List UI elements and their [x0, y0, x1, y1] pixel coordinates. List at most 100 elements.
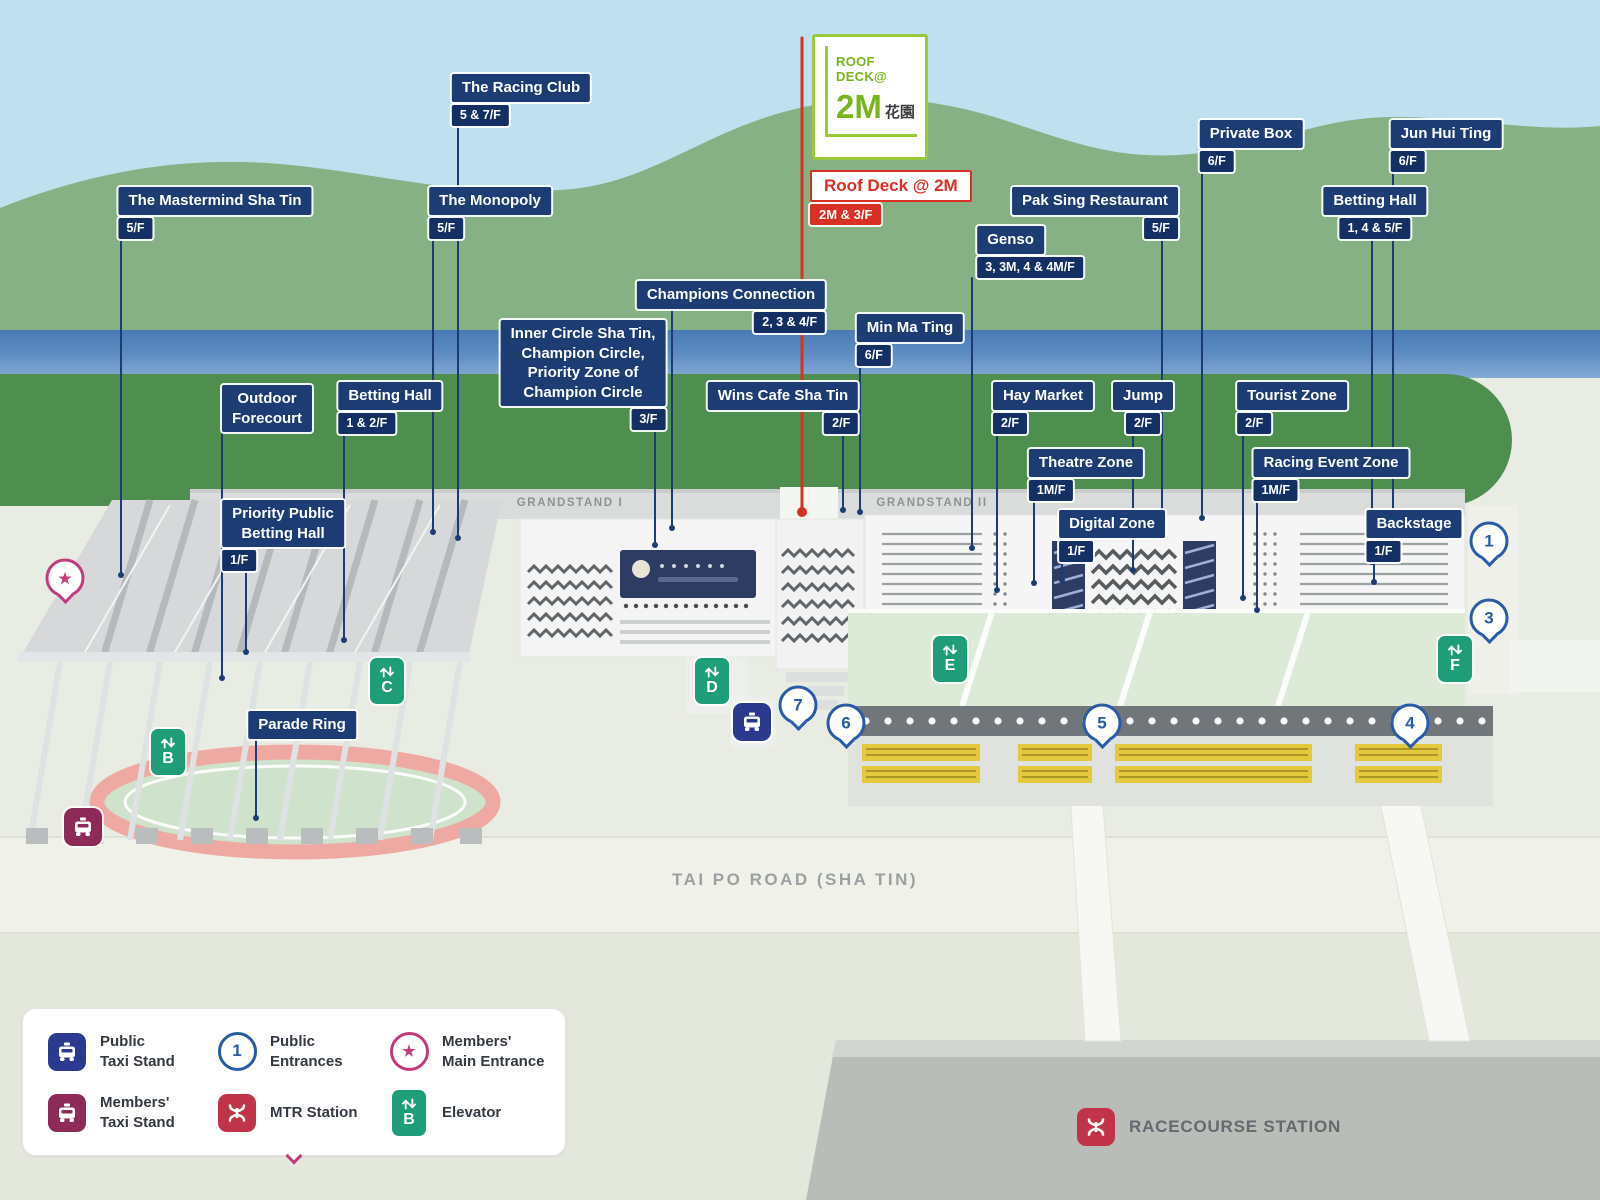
facility-name: Min Ma Ting: [856, 314, 964, 342]
taxi-icon: [71, 815, 95, 839]
facility-name: Priority Public Betting Hall: [222, 500, 344, 547]
facility-label-priority-public-betting-hall: Priority Public Betting Hall 1/F: [222, 500, 344, 571]
floor-tag: 1/F: [222, 550, 257, 571]
facility-name: Genso: [977, 226, 1044, 254]
legend-item-mtr-station: MTR Station: [215, 1093, 387, 1132]
taxi-icon: [740, 710, 764, 734]
roof-deck-logo-text: ROOF DECK@: [836, 54, 888, 84]
floor-tag: 1/F: [1366, 540, 1401, 562]
floor-tag: 6/F: [1199, 150, 1234, 172]
facility-name: Digital Zone: [1059, 510, 1165, 538]
station-platform: [806, 1040, 1600, 1200]
star-icon: ★: [389, 1032, 429, 1071]
taxi-icon: [55, 1101, 79, 1125]
elevator-C: C: [370, 658, 404, 704]
elevator-D: D: [695, 658, 729, 704]
legend-label: MTR Station: [270, 1103, 358, 1121]
members-main-entrance-marker: ★: [45, 558, 85, 598]
floor-tag: 1, 4 & 5/F: [1339, 217, 1411, 239]
legend-item-public-entrances: 1 Public Entrances: [215, 1032, 387, 1071]
facility-name: Pak Sing Restaurant: [1012, 187, 1178, 215]
facility-name: Jun Hui Ting: [1390, 120, 1502, 148]
floor-tag: 3/F: [631, 409, 666, 430]
roof-deck-floor-tag: 2M & 3/F: [810, 204, 882, 225]
public-taxi-stand-marker: [733, 703, 771, 741]
public-entrance-7: 7: [778, 685, 818, 725]
grandstand-1-caption: GRANDSTAND I: [516, 497, 624, 509]
facility-name: Outdoor Forecourt: [221, 385, 313, 432]
station-name: RACECOURSE STATION: [1129, 1117, 1342, 1136]
updown-arrows-icon: [940, 644, 960, 656]
updown-arrows-icon: [377, 666, 397, 678]
updown-arrows-icon: [158, 737, 178, 749]
public-entrance-4: 4: [1390, 703, 1430, 743]
floor-tag: 5/F: [1143, 217, 1178, 239]
facility-name: Parade Ring: [248, 711, 356, 739]
legend-label: Public Entrances: [270, 1033, 343, 1070]
facility-name: Inner Circle Sha Tin, Champion Circle, P…: [500, 320, 666, 406]
facility-name: Champions Connection: [636, 281, 826, 309]
members-grandstand: [18, 499, 502, 860]
public-entrance-5: 5: [1082, 703, 1122, 743]
legend-item-public-taxi: Public Taxi Stand: [45, 1032, 215, 1071]
facility-name: Tourist Zone: [1237, 382, 1347, 410]
lower-stand-roof: [848, 609, 1465, 707]
entrance-number-icon: 1: [217, 1032, 257, 1071]
facility-name: Theatre Zone: [1028, 449, 1144, 477]
elevator-B: B: [151, 729, 185, 775]
public-entrance-3: 3: [1469, 598, 1509, 638]
legend-item-members-main-entrance: ★ Members' Main Entrance: [387, 1032, 555, 1071]
facility-name: Hay Market: [992, 382, 1094, 410]
floor-tag: 2/F: [1125, 412, 1161, 434]
legend-label: Elevator: [442, 1103, 502, 1121]
facility-name: Betting Hall: [338, 382, 442, 410]
elevator-F: F: [1438, 636, 1472, 682]
floor-tag: 5/F: [429, 217, 464, 239]
facility-name: The Mastermind Sha Tin: [118, 187, 312, 215]
floor-tag: 5/F: [118, 217, 153, 239]
facility-name: Private Box: [1199, 120, 1303, 148]
legend-label: Members' Main Entrance: [442, 1033, 545, 1070]
legend-label: Members' Taxi Stand: [100, 1094, 175, 1131]
facility-label-outdoor-forecourt: Outdoor Forecourt: [221, 385, 313, 432]
star-icon: ★: [58, 570, 72, 587]
mtr-station-icon: [218, 1093, 256, 1132]
taxi-icon: [55, 1040, 79, 1064]
floor-tag: 2, 3 & 4/F: [754, 311, 826, 333]
facility-name: Wins Cafe Sha Tin: [707, 382, 859, 410]
road-caption: TAI PO ROAD (SHA TIN): [671, 870, 919, 889]
elevator-icon: B: [392, 1089, 426, 1136]
legend: Public Taxi Stand 1 Public Entrances ★ M…: [22, 1008, 566, 1156]
roof-deck-label: Roof Deck @ 2M: [810, 170, 972, 202]
floor-tag: 6/F: [856, 344, 891, 366]
floor-tag: 5 & 7/F: [451, 104, 509, 126]
roof-deck-logo: ROOF DECK@ 2M 花園: [812, 34, 928, 160]
facility-name: Betting Hall: [1323, 187, 1427, 215]
facility-label-inner-circle: Inner Circle Sha Tin, Champion Circle, P…: [500, 320, 666, 430]
floor-tag: 2/F: [824, 412, 859, 434]
roof-deck-logo-2m: 2M: [836, 88, 882, 125]
roof-deck-logo-cjk: 花園: [884, 103, 915, 121]
updown-arrows-icon: [1445, 644, 1465, 656]
middle-stand: [775, 518, 865, 710]
facility-name: Racing Event Zone: [1253, 449, 1409, 477]
station-caption: RACECOURSE STATION: [1077, 1108, 1341, 1146]
facility-name: Jump: [1112, 382, 1174, 410]
floor-tag: 6/F: [1390, 150, 1425, 172]
